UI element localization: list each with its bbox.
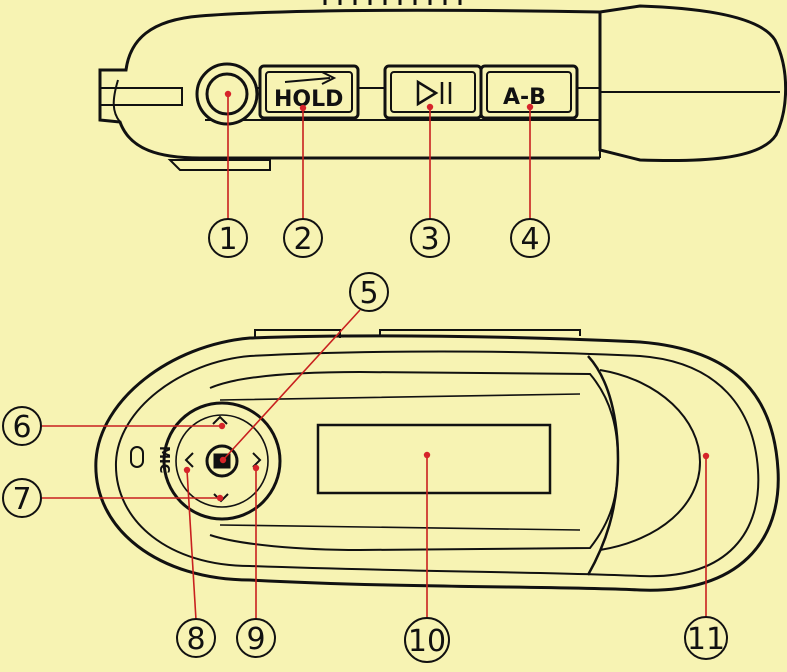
play-pause-button xyxy=(383,64,483,120)
svg-text:6: 6 xyxy=(12,410,31,445)
play-pause-icon xyxy=(416,79,439,107)
ab-label: A-B xyxy=(503,85,546,110)
svg-text:4: 4 xyxy=(520,222,539,257)
leader-lines xyxy=(42,94,707,621)
svg-text:7: 7 xyxy=(12,482,31,517)
callout-9: 9 xyxy=(236,618,276,658)
callout-7: 7 xyxy=(2,478,42,518)
callout-10: 10 xyxy=(404,617,450,663)
callout-3: 3 xyxy=(410,218,450,258)
top-cap-outline xyxy=(598,4,787,163)
center-menu-button xyxy=(205,444,239,478)
usb-cap xyxy=(586,355,620,576)
top-body-outline xyxy=(98,8,601,160)
left-button xyxy=(184,452,194,468)
hold-label: HOLD xyxy=(274,87,343,112)
callout-8: 8 xyxy=(176,618,216,658)
hold-switch xyxy=(258,64,360,120)
mic-label: MIC xyxy=(156,446,171,473)
mic-hole xyxy=(130,446,144,468)
svg-text:11: 11 xyxy=(687,622,725,657)
svg-text:9: 9 xyxy=(246,622,265,657)
up-button xyxy=(212,415,228,425)
svg-text:8: 8 xyxy=(186,622,205,657)
callout-1: 1 xyxy=(208,218,248,258)
svg-text:3: 3 xyxy=(420,222,439,257)
ab-repeat-button xyxy=(479,64,579,120)
callout-6: 6 xyxy=(2,406,42,446)
svg-text:10: 10 xyxy=(408,624,446,659)
callout-4: 4 xyxy=(510,218,550,258)
callout-2: 2 xyxy=(283,218,323,258)
lcd-display xyxy=(316,423,552,495)
svg-text:1: 1 xyxy=(218,222,237,257)
front-view xyxy=(94,329,780,592)
callout-11: 11 xyxy=(684,616,728,660)
front-body-outline xyxy=(94,334,780,592)
callout-5: 5 xyxy=(349,272,389,312)
top-view xyxy=(98,0,787,171)
right-button xyxy=(252,452,262,468)
vent-marks xyxy=(323,0,462,5)
svg-text:2: 2 xyxy=(293,222,312,257)
callout-dots xyxy=(183,90,710,502)
svg-text:5: 5 xyxy=(359,276,378,311)
callout-labels: 1 2 3 4 5 6 7 8 xyxy=(2,218,728,663)
